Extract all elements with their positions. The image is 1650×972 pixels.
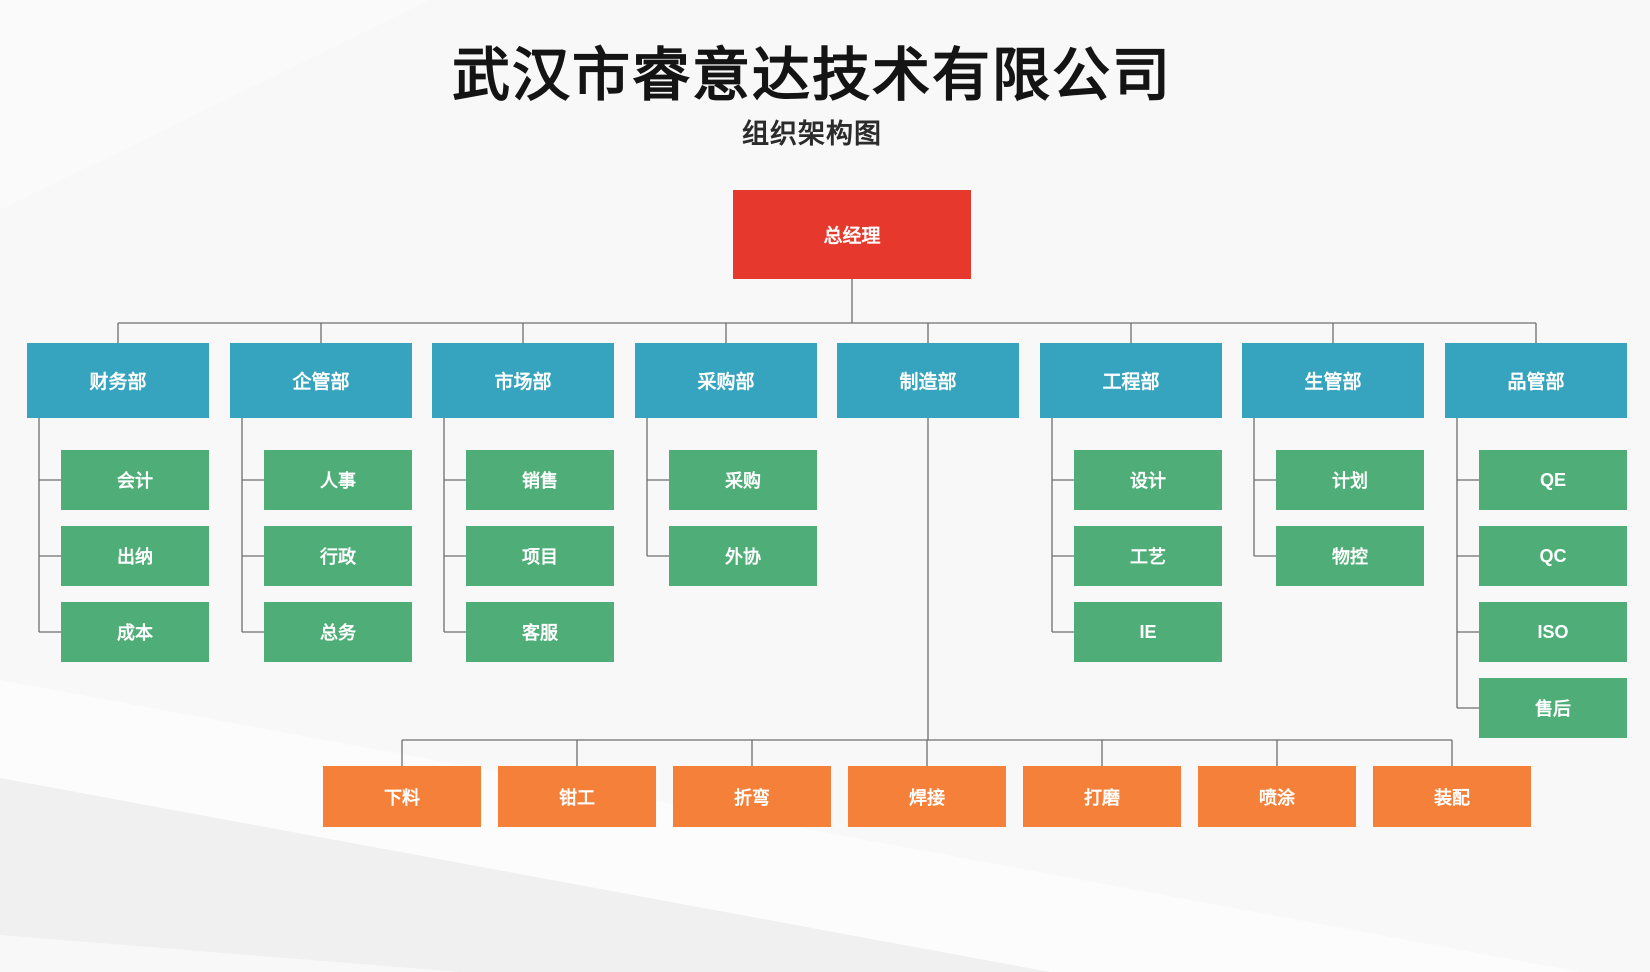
sub-node-ie: IE — [1074, 602, 1222, 662]
sub-node-hr: 人事 — [264, 450, 412, 510]
workshop-node-bending: 折弯 — [673, 766, 831, 827]
sub-node-accounting: 会计 — [61, 450, 209, 510]
sub-node-project: 项目 — [466, 526, 614, 586]
sub-node-material-control: 物控 — [1276, 526, 1424, 586]
dept-node-finance: 财务部 — [27, 343, 209, 418]
sub-node-customer-service: 客服 — [466, 602, 614, 662]
sub-node-cost: 成本 — [61, 602, 209, 662]
dept-node-marketing: 市场部 — [432, 343, 614, 418]
workshop-node-grinding: 打磨 — [1023, 766, 1181, 827]
workshop-node-welding: 焊接 — [848, 766, 1006, 827]
dept-node-purchasing: 采购部 — [635, 343, 817, 418]
workshop-node-assembly: 装配 — [1373, 766, 1531, 827]
sub-node-qc: QC — [1479, 526, 1627, 586]
workshop-node-painting: 喷涂 — [1198, 766, 1356, 827]
sub-node-design: 设计 — [1074, 450, 1222, 510]
dept-node-quality: 品管部 — [1445, 343, 1627, 418]
workshop-node-cutting: 下料 — [323, 766, 481, 827]
sub-node-sales: 销售 — [466, 450, 614, 510]
dept-node-enterprise-mgmt: 企管部 — [230, 343, 412, 418]
dept-node-engineering: 工程部 — [1040, 343, 1222, 418]
workshop-node-benchwork: 钳工 — [498, 766, 656, 827]
sub-node-general-affairs: 总务 — [264, 602, 412, 662]
dept-node-manufacturing: 制造部 — [837, 343, 1019, 418]
sub-node-planning: 计划 — [1276, 450, 1424, 510]
sub-node-administration: 行政 — [264, 526, 412, 586]
sub-node-outsourcing: 外协 — [669, 526, 817, 586]
sub-node-after-sales: 售后 — [1479, 678, 1627, 738]
root-node-general-manager: 总经理 — [733, 190, 971, 279]
sub-node-qe: QE — [1479, 450, 1627, 510]
sub-node-iso: ISO — [1479, 602, 1627, 662]
company-title: 武汉市睿意达技术有限公司 — [451, 43, 1172, 108]
sub-node-purchasing: 采购 — [669, 450, 817, 510]
dept-node-production-control: 生管部 — [1242, 343, 1424, 418]
chart-subtitle: 组织架构图 — [742, 119, 882, 149]
sub-node-cashier: 出纳 — [61, 526, 209, 586]
sub-node-process: 工艺 — [1074, 526, 1222, 586]
